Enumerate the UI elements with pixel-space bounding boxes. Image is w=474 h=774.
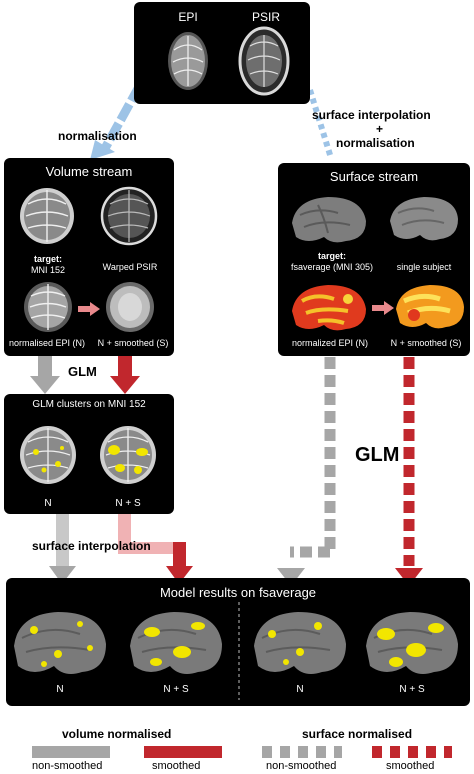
surface-smoothing-arrow xyxy=(372,301,394,315)
volume-n-glm-arrow xyxy=(38,356,52,376)
smoothed-surface-image xyxy=(396,285,464,329)
surface-smoothed-label: N + smoothed (S) xyxy=(390,338,462,348)
normalisation-arrowhead xyxy=(90,140,115,160)
normalised-epi-brain-image xyxy=(24,282,72,332)
volume-smoothed-label: N + smoothed (S) xyxy=(97,338,169,348)
glm-surface-label: GLM xyxy=(355,444,400,466)
glm-n-down-arrowhead xyxy=(49,566,76,584)
legend-surf-smooth-label: smoothed xyxy=(386,760,435,772)
volume-target-label: target: xyxy=(33,254,62,264)
volume-s-glm-arrowhead xyxy=(110,376,140,394)
glm-n-down-arrow xyxy=(56,514,69,566)
surface-interp-norm-line2: + xyxy=(376,122,384,136)
glm-n-brain-image xyxy=(20,426,76,484)
psir-brain-image xyxy=(238,26,290,96)
surface-interpolation-label: surface interpolation xyxy=(32,539,151,553)
legend-surf-non-label: non-smoothed xyxy=(266,760,337,772)
surface-interp-norm-line1: surface interpolation xyxy=(312,108,431,122)
mni152-brain-image xyxy=(20,188,74,244)
glm-ns-to-results-arrowhead xyxy=(166,566,193,584)
normalized-epi-surface-image xyxy=(292,285,366,331)
smoothed-epi-brain-image xyxy=(106,282,154,332)
epi-label: EPI xyxy=(178,10,198,24)
glm-clusters-title: GLM clusters on MNI 152 xyxy=(32,399,146,410)
surface-stream-panel: Surface stream target: fsaverage (MNI 30… xyxy=(278,163,470,356)
glm-ns-to-results-arrow xyxy=(173,542,186,568)
volume-target-name: MNI 152 xyxy=(30,265,65,275)
surface-s-arrowhead xyxy=(395,568,423,586)
result-surface-ns-image xyxy=(366,612,458,674)
volume-smoothing-arrow xyxy=(78,302,100,316)
surface-interp-norm-line3: normalisation xyxy=(336,136,415,150)
warped-psir-brain-image xyxy=(100,186,158,246)
surface-normalisation-arrow xyxy=(307,89,334,159)
psir-label: PSIR xyxy=(251,10,280,24)
result-label-1: N xyxy=(56,684,64,695)
surface-n-arrowhead xyxy=(277,568,305,586)
result-surface-n-image xyxy=(254,612,346,674)
normalisation-label: normalisation xyxy=(58,129,137,143)
single-subject-surface-image xyxy=(390,197,458,241)
result-volume-n-image xyxy=(14,612,106,674)
surface-target-label: target: xyxy=(317,251,346,261)
surface-target-name: fsaverage (MNI 305) xyxy=(290,262,374,272)
result-volume-ns-image xyxy=(130,612,222,674)
results-title: Model results on fsaverage xyxy=(159,585,317,600)
glm-ns-label: N + S xyxy=(115,498,141,509)
result-label-2: N + S xyxy=(163,684,189,695)
legend-surface-title: surface normalised xyxy=(302,727,413,741)
legend-vol-non-label: non-smoothed xyxy=(32,760,103,772)
volume-s-glm-arrow xyxy=(118,356,132,376)
result-label-3: N xyxy=(296,684,304,695)
volume-stream-panel: Volume stream target: MNI 152 Warped PSI… xyxy=(4,158,174,356)
glm-ns-brain-image xyxy=(100,426,156,484)
volume-n-glm-arrowhead xyxy=(30,376,60,394)
result-label-4: N + S xyxy=(399,684,425,695)
warped-psir-label: Warped PSIR xyxy=(102,262,158,272)
volume-stream-title: Volume stream xyxy=(45,164,133,179)
normalisation-arrow xyxy=(99,82,144,155)
glm-clusters-panel: GLM clusters on MNI 152 N N + S xyxy=(4,394,174,514)
surface-normalized-epi-label: normalized EPI (N) xyxy=(291,338,369,348)
epi-brain-image xyxy=(168,32,208,90)
model-results-panel: Model results on fsaverage N N + S N N +… xyxy=(6,578,470,706)
surface-stream-title: Surface stream xyxy=(329,169,419,184)
legend-volume-title: volume normalised xyxy=(62,727,172,741)
single-subject-label: single subject xyxy=(396,262,452,272)
results-divider xyxy=(238,602,240,700)
input-images-panel: EPI PSIR xyxy=(134,2,310,104)
legend-vol-smooth-label: smoothed xyxy=(152,760,201,772)
normalised-epi-label: normalised EPI (N) xyxy=(8,338,86,348)
fsaverage-surface-image xyxy=(292,197,366,243)
glm-ns-horizontal-arrow xyxy=(118,542,183,554)
glm-n-label: N xyxy=(44,498,52,509)
glm-volume-label: GLM xyxy=(68,364,97,379)
